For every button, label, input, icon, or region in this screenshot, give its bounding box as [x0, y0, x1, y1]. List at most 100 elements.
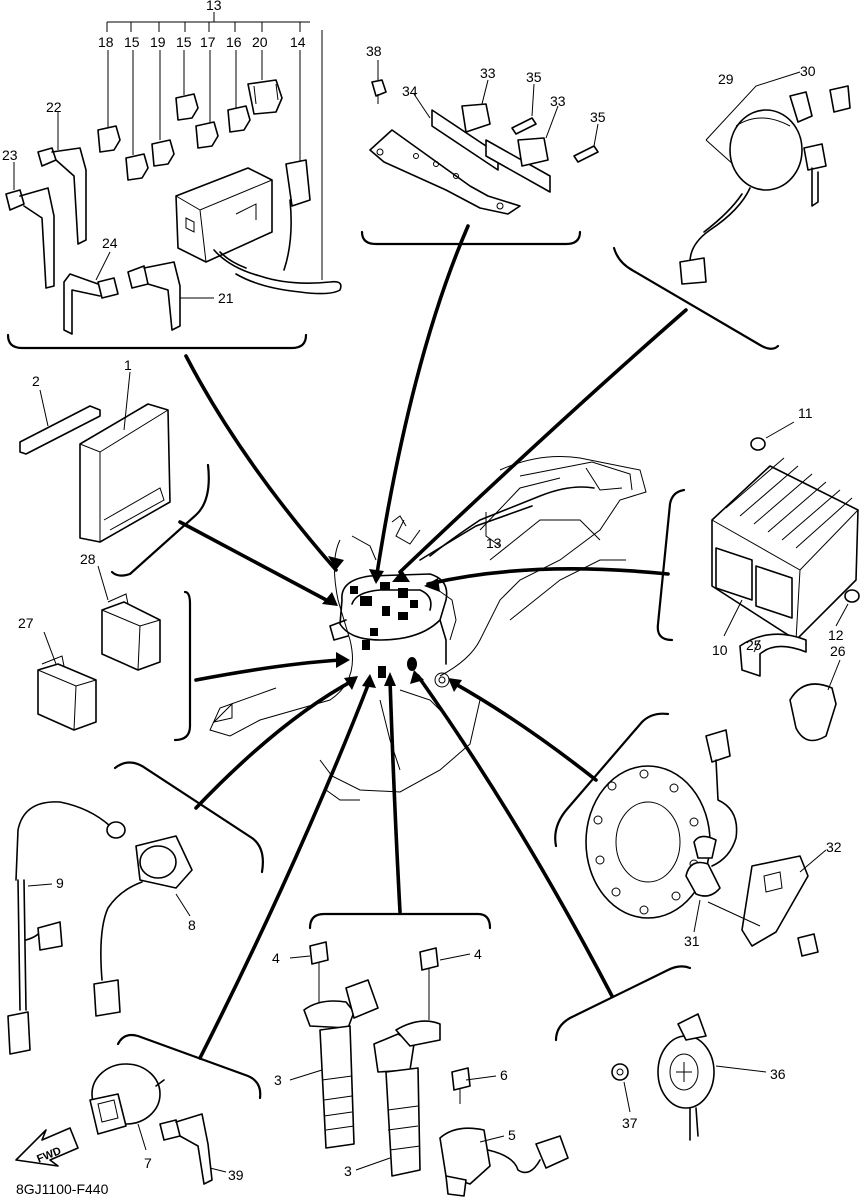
callout-33: 33: [550, 93, 566, 109]
bracket-horn-group: [554, 965, 692, 1042]
bracket-fuse-box-group: [6, 333, 308, 350]
screw-icon: [511, 117, 537, 135]
leader-lines: [178, 224, 688, 1060]
cable-band-icon: [127, 265, 149, 289]
bolt-4-icon: [309, 941, 329, 965]
relay-27-28-group: [37, 565, 161, 731]
callout-16: 16: [226, 34, 242, 50]
callout-30: 30: [800, 63, 816, 79]
rectifier-connector-icon: [755, 565, 793, 619]
callout-33: 33: [480, 65, 496, 81]
callout-labels: 13 18 15 19 15 17 16 20 14 22 23 24 21 3…: [2, 0, 846, 1183]
pickup-group: [585, 729, 827, 957]
fuse-icon: [175, 93, 199, 121]
callout-25: 25: [746, 637, 762, 653]
main-switch-group: [679, 71, 851, 285]
callout-7: 7: [144, 1155, 152, 1171]
callout-11: 11: [798, 405, 813, 421]
fuse-icon: [125, 153, 149, 181]
cable-band-icon: [37, 147, 57, 167]
callout-28: 28: [80, 551, 96, 567]
callout-6: 6: [500, 1067, 508, 1083]
callout-17: 17: [200, 34, 216, 50]
fuse-icon: [151, 139, 175, 167]
fuse-icon: [97, 125, 121, 153]
fuse-icon: [195, 121, 219, 149]
rectifier-connector-icon: [715, 547, 753, 601]
horn-group: [611, 1013, 767, 1141]
switch-connector-icon: [679, 257, 707, 285]
callout-37: 37: [622, 1115, 638, 1131]
main-switch-icon: [729, 109, 803, 191]
bolt-6-icon: [451, 1067, 471, 1091]
callout-22: 22: [46, 99, 62, 115]
callout-23: 23: [2, 147, 18, 163]
fuse-14-connector-icon: [285, 159, 311, 207]
bracket-pickup-group: [554, 712, 670, 848]
ignition-coil-icon: [373, 1033, 415, 1073]
diagram-code: 8GJ1100-F440: [16, 1181, 109, 1197]
callout-20: 20: [252, 34, 268, 50]
sensor-7-group: [89, 1063, 227, 1185]
callout-14: 14: [290, 34, 306, 50]
callout-36: 36: [770, 1066, 786, 1082]
horn-bracket-icon: [677, 1013, 707, 1041]
lead-2-icon: [19, 405, 101, 455]
nut-37-icon: [611, 1063, 629, 1081]
callout-9: 9: [56, 875, 64, 891]
callout-13: 13: [486, 535, 502, 551]
relay-icon: [517, 137, 549, 167]
callout-21: 21: [218, 290, 234, 306]
callout-31: 31: [684, 933, 700, 949]
sensor-connector-icon: [535, 1135, 569, 1169]
forward-direction-arrow-icon: FWD: [15, 1127, 79, 1167]
callout-34: 34: [402, 83, 418, 99]
callout-29: 29: [718, 71, 734, 87]
callout-13: 13: [206, 0, 222, 13]
callout-4: 4: [474, 946, 482, 962]
bracket-relay-group: [360, 230, 582, 246]
lead-connector-icon: [37, 921, 63, 951]
group-brackets: [6, 230, 780, 1100]
pickup-connector-icon: [705, 729, 731, 763]
rotor-disc-icon: [585, 765, 711, 919]
relay-bracket-group: [369, 60, 599, 215]
fuse-box-icon: [175, 167, 273, 263]
bracket-sensor-8-group: [113, 761, 264, 874]
bracket-ignition-coil-group: [308, 912, 492, 930]
relay-28-icon: [101, 601, 161, 671]
clamp-25-icon: [739, 633, 807, 677]
callout-15: 15: [124, 34, 140, 50]
switch-connector-icon: [93, 979, 121, 1017]
callout-3: 3: [274, 1072, 282, 1088]
ecu-icon: [79, 403, 171, 543]
pickup-coil-31-icon: [685, 861, 721, 897]
callout-35: 35: [590, 109, 606, 125]
motorcycle-frame-sketch: [209, 456, 647, 801]
callout-32: 32: [826, 839, 842, 855]
callout-19: 19: [150, 34, 166, 50]
callout-18: 18: [98, 34, 114, 50]
holder-26-icon: [789, 683, 837, 742]
callout-1: 1: [124, 357, 132, 373]
bracket-main-switch-group: [612, 246, 780, 350]
fuse-icon: [227, 105, 251, 133]
collar-12-icon: [844, 589, 860, 603]
sensor-5-icon: [439, 1127, 491, 1185]
callout-3: 3: [344, 1163, 352, 1179]
bracket-32-icon: [741, 855, 809, 947]
callout-10: 10: [712, 642, 728, 658]
bracket-relays-27-28: [173, 590, 192, 742]
sensor-8-9-group: [7, 801, 193, 1055]
fuse-icon: [247, 79, 283, 115]
callout-8: 8: [188, 917, 196, 933]
ecu-group: [19, 371, 171, 543]
rectifier-group: [711, 421, 860, 742]
ignition-coil-group: [289, 941, 569, 1197]
ignition-coil-icon: [303, 1000, 355, 1029]
bolt-4-icon: [419, 947, 439, 971]
relay-bracket-icon: [369, 129, 521, 215]
cable-band-icon: [5, 189, 25, 211]
callout-4: 4: [272, 950, 280, 966]
